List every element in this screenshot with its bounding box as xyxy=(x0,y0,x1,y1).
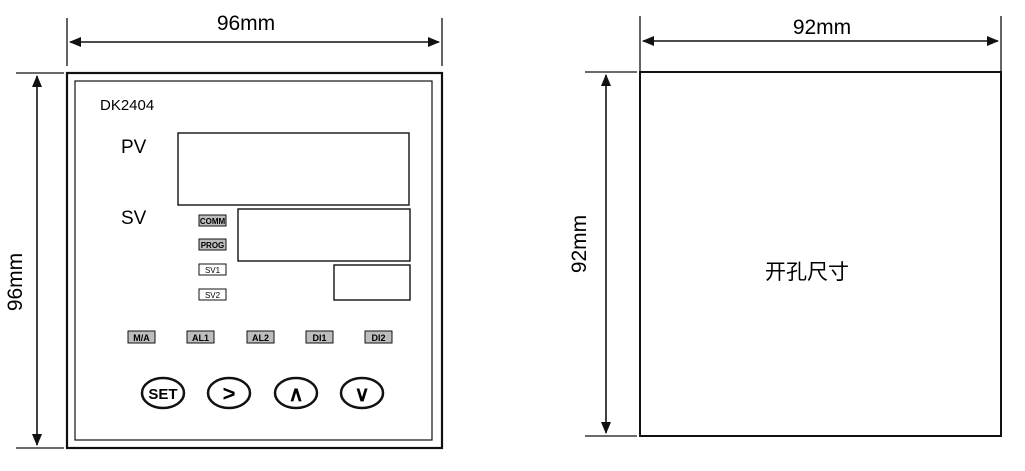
indicator-al1: AL1 xyxy=(186,330,215,344)
cutout-height-dimension: 92mm xyxy=(568,71,637,437)
cutout-view: 92mm 92mm 开孔尺寸 xyxy=(568,16,1002,437)
pv-display xyxy=(177,132,410,206)
front-height-label: 96mm xyxy=(4,253,27,311)
up-button[interactable]: ∧ xyxy=(273,376,319,410)
svg-text:SV2: SV2 xyxy=(205,291,221,300)
svg-text:COMM: COMM xyxy=(200,217,226,226)
indicator-al2: AL2 xyxy=(246,330,275,344)
shift-icon: > xyxy=(223,381,236,406)
indicator-comm: COMM xyxy=(198,214,227,227)
output-display xyxy=(333,264,411,301)
indicator-ma: M/A xyxy=(127,330,156,344)
device-bezel-outer xyxy=(65,71,444,450)
indicator-di1: DI1 xyxy=(305,330,334,344)
svg-text:SV1: SV1 xyxy=(205,266,221,275)
svg-text:DI1: DI1 xyxy=(312,333,326,343)
cutout-height-label: 92mm xyxy=(568,215,591,273)
svg-text:SET: SET xyxy=(148,386,177,403)
sv-label: SV xyxy=(121,208,147,229)
front-height-dimension: 96mm xyxy=(4,72,64,449)
status-indicators: M/A AL1 AL2 DI1 DI2 xyxy=(127,330,393,344)
cutout-caption: 开孔尺寸 xyxy=(765,261,849,284)
cutout-width-dimension: 92mm xyxy=(639,16,1002,72)
front-width-label: 96mm xyxy=(217,12,275,35)
pv-label: PV xyxy=(121,137,147,158)
panel-cutout xyxy=(639,71,1002,437)
svg-text:AL2: AL2 xyxy=(252,333,269,343)
indicator-sv1: SV1 xyxy=(198,263,227,276)
down-button[interactable]: ∨ xyxy=(339,376,385,410)
device-bezel-inner xyxy=(74,80,433,441)
model-label: DK2404 xyxy=(100,97,154,114)
cutout-width-label: 92mm xyxy=(793,16,851,39)
svg-text:PROG: PROG xyxy=(201,241,225,250)
sv-display xyxy=(237,208,411,262)
svg-text:AL1: AL1 xyxy=(192,333,209,343)
front-width-dimension: 96mm xyxy=(66,12,443,66)
shift-button[interactable]: > xyxy=(206,376,252,410)
indicator-prog: PROG xyxy=(198,238,227,251)
indicator-di2: DI2 xyxy=(364,330,393,344)
up-arrow-icon: ∧ xyxy=(288,383,303,406)
svg-text:M/A: M/A xyxy=(133,333,150,343)
down-arrow-icon: ∨ xyxy=(354,383,369,406)
indicator-sv2: SV2 xyxy=(198,288,227,301)
front-view: 96mm 96mm DK2404 PV SV COMM PROG xyxy=(4,12,444,450)
set-button[interactable]: SET xyxy=(140,376,186,410)
svg-text:DI2: DI2 xyxy=(371,333,385,343)
